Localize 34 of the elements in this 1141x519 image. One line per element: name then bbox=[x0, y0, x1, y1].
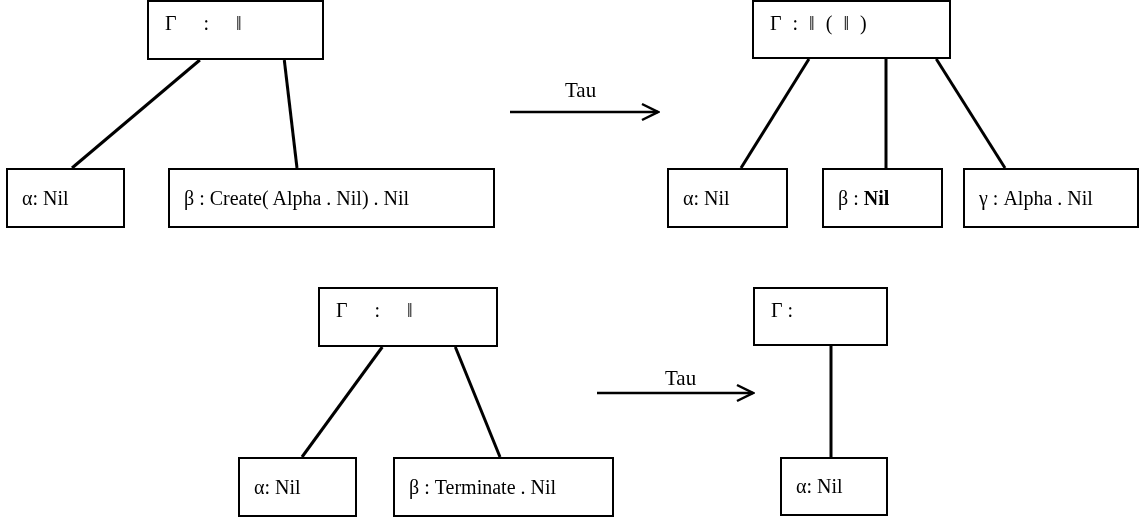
term-box bbox=[667, 168, 788, 228]
term-box bbox=[168, 168, 495, 228]
tree-branch-line bbox=[935, 58, 1007, 169]
term-box bbox=[752, 0, 951, 59]
term-text: α: Nil bbox=[254, 475, 301, 499]
term-text: β : Terminate . Nil bbox=[409, 475, 557, 499]
term-box bbox=[238, 457, 357, 517]
tree-branch-line bbox=[739, 58, 811, 169]
term-text: Γ : ‖ bbox=[165, 12, 242, 35]
transition-label: Tau bbox=[565, 78, 597, 103]
term-text: Γ : ‖ ( ‖ ) bbox=[770, 12, 867, 35]
term-box bbox=[780, 457, 888, 516]
transition-label: Tau bbox=[665, 366, 697, 391]
term-text: Γ : ‖ bbox=[336, 299, 413, 322]
term-box bbox=[822, 168, 943, 228]
term-box bbox=[147, 0, 324, 60]
term-box bbox=[753, 287, 888, 346]
term-box bbox=[963, 168, 1139, 228]
term-box bbox=[318, 287, 498, 347]
tree-branch-line bbox=[453, 346, 502, 458]
tree-branch-line bbox=[300, 346, 384, 458]
tree-branch-line bbox=[282, 59, 299, 169]
term-box bbox=[393, 457, 614, 517]
term-text: γ : Alpha . Nil bbox=[979, 186, 1093, 210]
tree-branch-line bbox=[884, 59, 888, 168]
term-text: β : Create( Alpha . Nil) . Nil bbox=[184, 186, 410, 210]
term-text: α: Nil bbox=[796, 475, 843, 498]
term-text: Γ : bbox=[771, 299, 794, 322]
tree-branch-line bbox=[71, 58, 201, 170]
term-text: β : Nil bbox=[838, 186, 890, 210]
term-text: α: Nil bbox=[22, 186, 69, 210]
tree-branch-line bbox=[829, 346, 833, 457]
term-text: α: Nil bbox=[683, 186, 730, 210]
term-box bbox=[6, 168, 125, 228]
